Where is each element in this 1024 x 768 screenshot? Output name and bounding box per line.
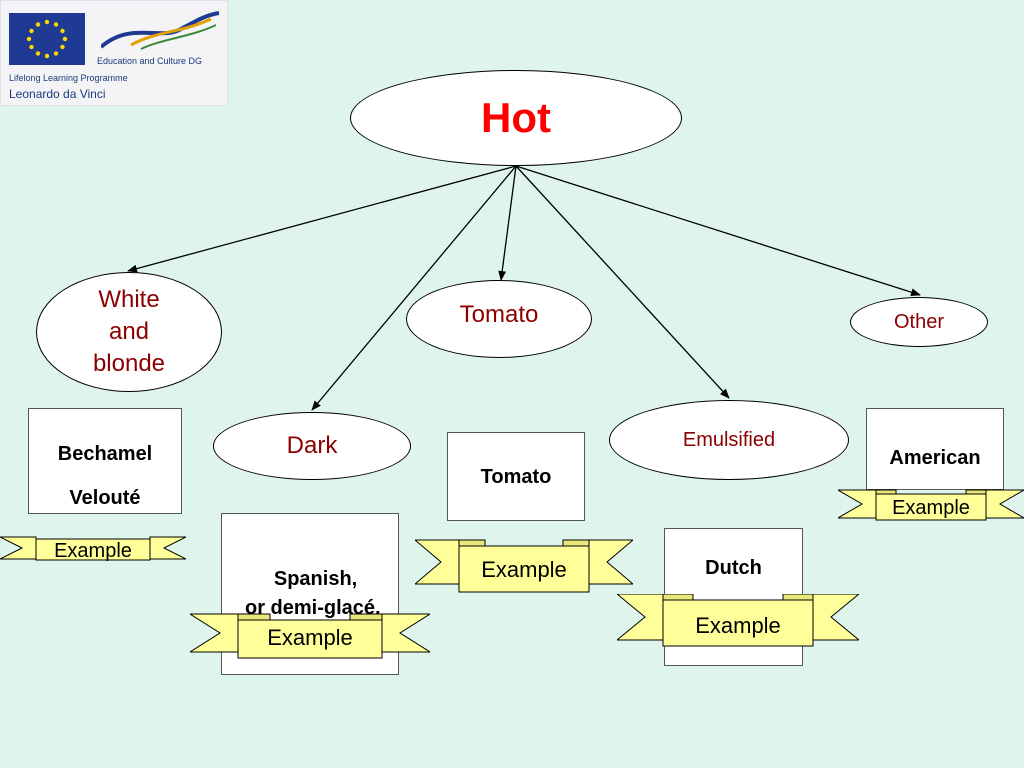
example-banner-dark: Example	[190, 606, 430, 660]
example-white-blonde-text: Bechamel Velouté	[57, 443, 153, 509]
category-emulsified-label: Emulsified	[682, 428, 776, 451]
arrow-to-emulsified	[515, 165, 730, 399]
eu-flag-icon	[9, 13, 85, 65]
banner-other-label: Example	[892, 497, 970, 519]
category-dark-label: Dark	[286, 432, 338, 459]
example-emulsified-text: Dutch	[705, 557, 762, 579]
category-emulsified: Emulsified	[609, 400, 849, 480]
example-box-tomato: Tomato	[447, 432, 585, 521]
root-hot-node: Hot	[350, 70, 682, 166]
category-tomato-label: Tomato	[459, 301, 539, 328]
category-other: Other	[850, 297, 988, 347]
category-dark: Dark	[213, 412, 411, 480]
programme-label: Lifelong Learning Programme	[9, 73, 128, 83]
subprogramme-label: Leonardo da Vinci	[9, 87, 106, 101]
example-tomato-text: Tomato	[480, 466, 552, 488]
example-box-other: American	[866, 408, 1004, 490]
arrow-to-other	[515, 165, 921, 297]
banner-dark-label: Example	[267, 625, 353, 650]
category-other-label: Other	[893, 310, 945, 333]
example-banner-emulsified: Example	[617, 594, 859, 648]
dg-label: Education and Culture DG	[97, 56, 203, 66]
category-white-blonde-label: White and blonde	[92, 286, 166, 377]
example-box-white-blonde: Bechamel Velouté	[28, 408, 182, 514]
example-banner-other: Example	[838, 488, 1024, 522]
arrow-to-tomato	[498, 165, 517, 281]
root-label: Hot	[481, 94, 551, 141]
eu-programme-logo: Education and Culture DG Lifelong Learni…	[0, 0, 228, 106]
banner-emulsified-label: Example	[695, 613, 781, 638]
example-banner-white-blonde: Example	[0, 533, 186, 563]
example-other-text: American	[889, 447, 981, 469]
category-white-blonde: White and blonde	[36, 272, 222, 392]
banner-white-blonde-label: Example	[54, 540, 132, 562]
swoosh-logo-icon	[101, 11, 220, 50]
example-banner-tomato: Example	[415, 536, 633, 594]
banner-tomato-label: Example	[481, 557, 567, 582]
arrow-to-dark	[311, 165, 517, 411]
arrow-to-white-blonde	[127, 165, 517, 273]
category-tomato: Tomato	[406, 280, 592, 358]
